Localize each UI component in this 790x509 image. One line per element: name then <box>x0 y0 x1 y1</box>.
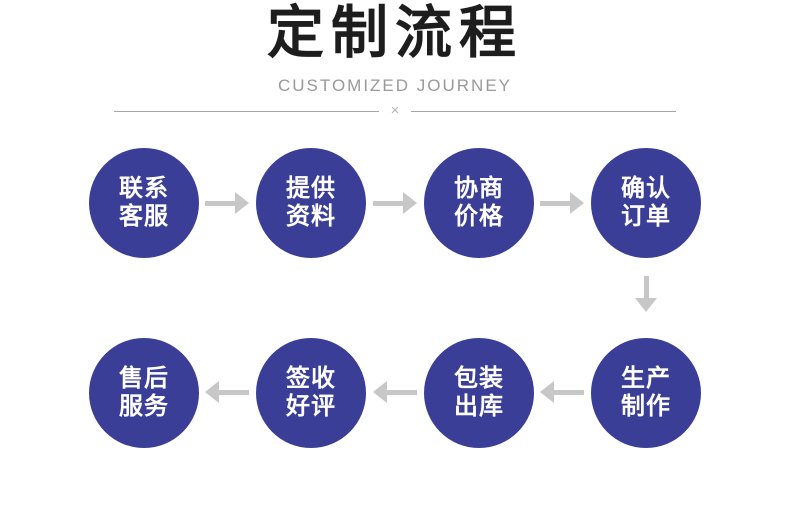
arrow-right-icon <box>205 192 249 214</box>
arrow-shaft <box>540 200 570 206</box>
step-label-line1: 提供 <box>286 175 336 202</box>
arrow-head <box>540 381 554 403</box>
step-label-line1: 协商 <box>454 175 504 202</box>
step-production: 生产 制作 <box>591 338 701 448</box>
step-label-line1: 生产 <box>621 365 671 392</box>
step-after-sales-service: 售后 服务 <box>89 338 199 448</box>
step-label-line2: 出库 <box>454 393 504 420</box>
arrow-head <box>635 298 657 312</box>
arrow-right-icon <box>540 192 584 214</box>
arrow-head <box>235 192 249 214</box>
step-label-line1: 联系 <box>119 175 169 202</box>
divider-line <box>411 110 677 112</box>
arrow-left-icon <box>205 381 249 403</box>
arrow-shaft <box>205 200 235 206</box>
step-label-line2: 服务 <box>119 393 169 420</box>
arrow-shaft <box>373 200 403 206</box>
step-label-line1: 签收 <box>286 365 336 392</box>
step-label-line2: 客服 <box>119 203 169 230</box>
step-label-line2: 订单 <box>621 203 671 230</box>
step-label-line1: 包装 <box>454 365 504 392</box>
step-label-line2: 价格 <box>454 203 504 230</box>
step-pack-and-ship: 包装 出库 <box>424 338 534 448</box>
step-label-line1: 售后 <box>119 365 169 392</box>
arrow-left-icon <box>540 381 584 403</box>
divider-line <box>114 110 379 112</box>
arrow-right-icon <box>373 192 417 214</box>
arrow-shaft <box>219 389 249 395</box>
arrow-head <box>570 192 584 214</box>
arrow-shaft <box>643 276 649 298</box>
arrow-head <box>205 381 219 403</box>
arrow-head <box>403 192 417 214</box>
step-label-line2: 好评 <box>286 393 336 420</box>
arrow-shaft <box>554 389 584 395</box>
arrow-shaft <box>387 389 417 395</box>
step-confirm-order: 确认 订单 <box>591 148 701 258</box>
arrow-head <box>373 381 387 403</box>
step-label-line2: 制作 <box>621 393 671 420</box>
step-provide-info: 提供 资料 <box>256 148 366 258</box>
arrow-down-icon <box>635 276 657 312</box>
divider: × <box>114 102 677 119</box>
divider-x-icon: × <box>390 102 400 119</box>
step-negotiate-price: 协商 价格 <box>424 148 534 258</box>
page-title: 定制流程 <box>267 1 523 65</box>
step-contact-support: 联系 客服 <box>89 148 199 258</box>
step-label-line1: 确认 <box>621 175 671 202</box>
step-sign-and-review: 签收 好评 <box>256 338 366 448</box>
step-label-line2: 资料 <box>286 203 336 230</box>
page-subtitle: CUSTOMIZED JOURNEY <box>277 76 513 95</box>
arrow-left-icon <box>373 381 417 403</box>
